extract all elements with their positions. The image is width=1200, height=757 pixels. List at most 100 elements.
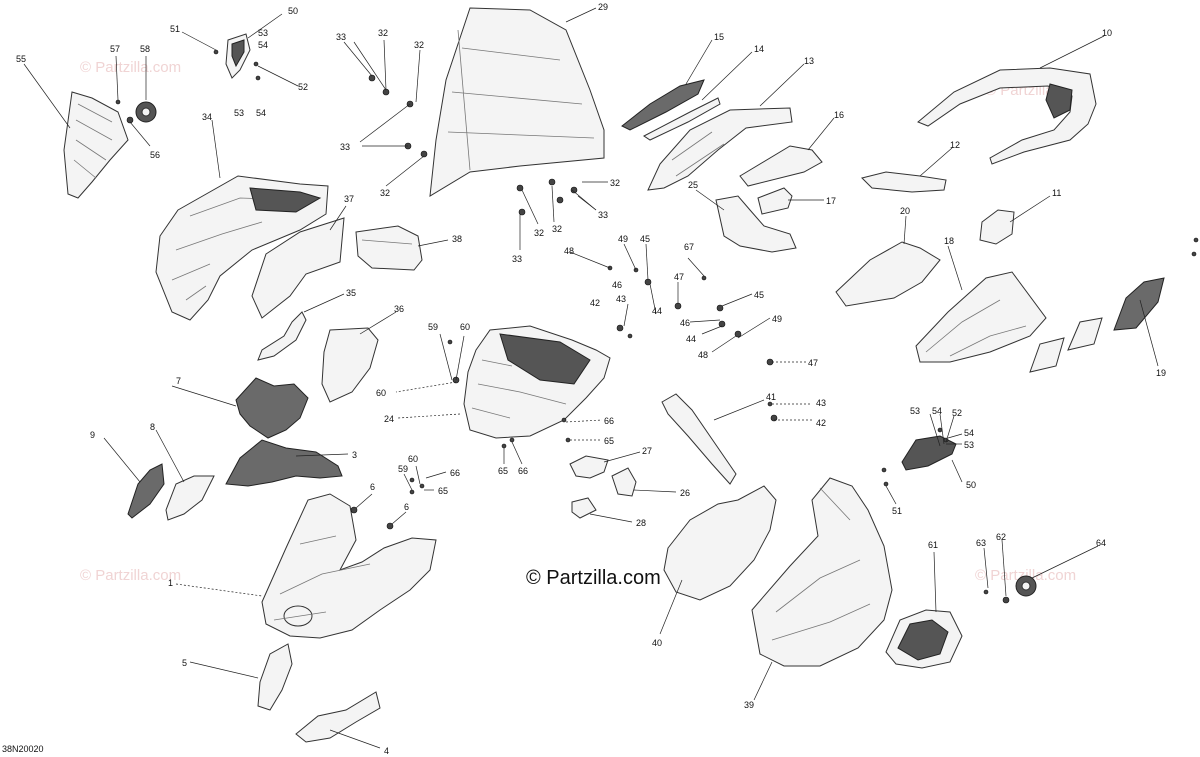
callout-5: 5 [182,658,187,668]
callout-42b: 42 [816,418,826,428]
callout-63: 63 [976,538,986,548]
callout-50: 50 [288,6,298,16]
callout-25: 25 [688,180,698,190]
part-41-strip [661,393,737,485]
part-11-cover [979,209,1015,245]
callout-1: 1 [168,578,173,588]
part-34-side-panel [155,175,329,321]
callout-64: 64 [1096,538,1106,548]
callout-60c: 60 [408,454,418,464]
part-15-strip [621,79,705,131]
part-38-insert [355,225,423,271]
callout-65b: 65 [498,466,508,476]
part-55-headlight [63,91,129,199]
callout-6: 6 [370,482,375,492]
callout-54c: 54 [932,406,942,416]
part-7-grille [235,377,309,439]
callout-35: 35 [346,288,356,298]
callout-32e: 32 [552,224,562,234]
part-17-panel [757,187,793,215]
callout-51b: 51 [892,506,902,516]
callout-32c: 32 [380,188,390,198]
callout-59: 59 [428,322,438,332]
part-3-grille [225,439,343,487]
callout-42: 42 [590,298,600,308]
callout-60b: 60 [376,388,386,398]
callout-56: 56 [150,150,160,160]
callout-54d: 54 [964,428,974,438]
callout-45: 45 [640,234,650,244]
watermark-faint: © Partzilla.com [80,567,181,584]
callout-40: 40 [652,638,662,648]
callout-11: 11 [1052,188,1061,198]
callouts-layer: 55 57 58 56 51 50 53 54 52 53 54 34 37 3… [16,2,1166,756]
callout-47b: 47 [808,358,818,368]
leaders-layer [23,7,1159,749]
callout-43b: 43 [816,398,826,408]
callout-52: 52 [298,82,308,92]
callout-32d: 32 [534,228,544,238]
part-10-rail [917,67,1097,165]
callout-38: 38 [452,234,462,244]
callout-12: 12 [950,140,960,150]
callout-32b: 32 [414,40,424,50]
part-40-fairing [663,485,777,601]
callout-55: 55 [16,54,26,64]
callout-45b: 45 [754,290,764,300]
callout-18: 18 [944,236,954,246]
callout-3: 3 [352,450,357,460]
callout-24: 24 [384,414,394,424]
callout-33: 33 [336,32,346,42]
callout-65c: 65 [438,486,448,496]
part-37-cover [251,217,345,319]
callout-46: 46 [612,280,622,290]
part-27-bracket [569,455,609,479]
callout-54b: 54 [256,108,266,118]
watermark-main: © Partzilla.com [526,567,661,589]
part-35-bracket [257,311,307,361]
callout-49: 49 [618,234,628,244]
callout-53c: 53 [910,406,920,416]
callout-50b: 50 [966,480,976,490]
watermark-faint: © Partzilla.com [80,59,181,76]
part-16-panel [739,145,823,187]
callout-66c: 66 [450,468,460,478]
part-5-panel [257,643,293,711]
callout-49b: 49 [772,314,782,324]
callout-19: 19 [1156,368,1166,378]
callout-44b: 44 [686,334,696,344]
part-12-trim [861,171,947,193]
callout-44: 44 [652,306,662,316]
callout-37: 37 [344,194,354,204]
callout-53b: 53 [234,108,244,118]
watermark-faint: © Partzilla.com [975,567,1076,584]
diagram-code: 38N20020 [2,744,44,754]
callout-46b: 46 [680,318,690,328]
part-14-trim [643,97,721,141]
callout-47: 47 [674,272,684,282]
callout-7: 7 [176,376,181,386]
callout-66: 66 [604,416,614,426]
callout-61: 61 [928,540,938,550]
callout-53: 53 [258,28,268,38]
callout-39: 39 [744,700,754,710]
callout-33d: 33 [598,210,608,220]
callout-54: 54 [258,40,268,50]
callout-6b: 6 [404,502,409,512]
callout-16: 16 [834,110,844,120]
callout-28: 28 [636,518,646,528]
part-9-grille [127,463,165,519]
callout-15: 15 [714,32,724,42]
callout-57: 57 [110,44,120,54]
callout-33b: 33 [340,142,350,152]
hardware-group [115,49,1199,604]
callout-62: 62 [996,532,1006,542]
part-19-grille [1113,277,1165,331]
part-4-skid [295,691,381,743]
callout-27: 27 [642,446,652,456]
callout-36: 36 [394,304,404,314]
callout-13: 13 [804,56,814,66]
callout-29: 29 [598,2,608,12]
callout-53d: 53 [964,440,974,450]
